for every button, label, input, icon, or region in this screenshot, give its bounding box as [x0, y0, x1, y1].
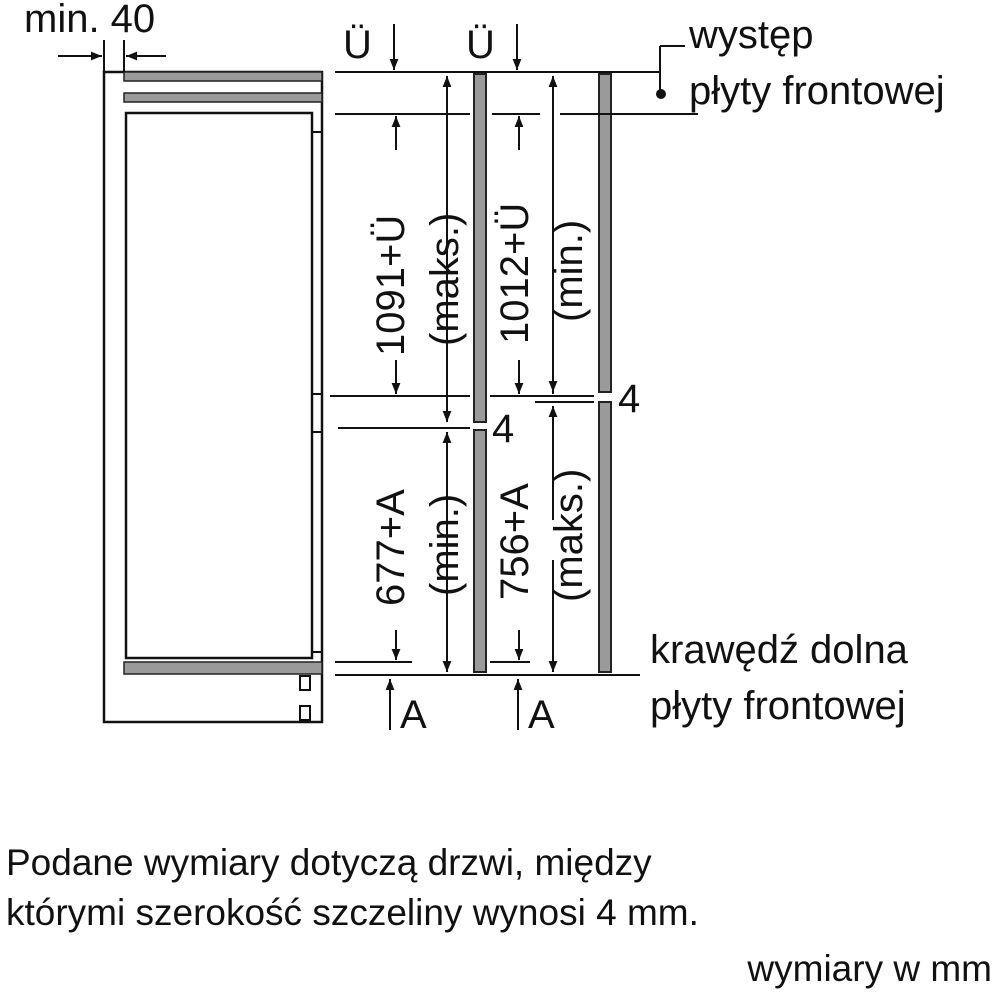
- note-line-1: Podane wymiary dotyczą drzwi, między: [6, 842, 652, 883]
- a-left-label: A: [400, 693, 427, 737]
- upper-right-qualifier: (min.): [547, 220, 591, 322]
- left-upper-panel: [473, 73, 487, 423]
- note-line-2: którymi szerokość szczeliny wynosi 4 mm.: [6, 892, 699, 933]
- door-panels: [473, 73, 612, 673]
- upper-left-value: 1091+Ü: [369, 215, 413, 356]
- units-label: wymiary w mm: [747, 948, 992, 989]
- foot-1: [299, 675, 311, 691]
- foot-2: [299, 705, 311, 721]
- right-lower-panel: [598, 401, 612, 673]
- gap-left-label: 4: [492, 407, 514, 451]
- right-upper-panel: [598, 73, 612, 393]
- cabinet-outline: [102, 70, 324, 724]
- min-40-label: min. 40: [24, 0, 155, 41]
- wystep-label-line1: występ: [688, 13, 814, 57]
- reference-lines: [330, 71, 698, 676]
- wystep-dot: [656, 89, 666, 99]
- side-rail-upper: [311, 131, 323, 395]
- upper-right-value: 1012+Ü: [493, 203, 537, 344]
- bottom-strip: [123, 661, 323, 675]
- u-right-label: Ü: [466, 23, 495, 67]
- a-right-label: A: [528, 693, 555, 737]
- wystep-callout: [659, 45, 685, 92]
- top-strip: [123, 71, 323, 82]
- wystep-label-line2: płyty frontowej: [689, 69, 945, 113]
- min-40-dimension: [58, 40, 166, 72]
- lower-right-value: 756+A: [493, 483, 537, 600]
- side-rail-lower: [311, 431, 323, 653]
- upper-left-qualifier: (maks.): [423, 213, 467, 346]
- lower-right-qualifier: (maks.): [547, 469, 591, 602]
- bottom-edge-label-line2: płyty frontowej: [650, 684, 906, 728]
- gap-right-label: 4: [618, 377, 640, 421]
- appliance-drawing: [102, 70, 324, 724]
- lower-left-qualifier: (min.): [423, 494, 467, 596]
- lower-left-value: 677+A: [369, 489, 413, 606]
- inner-door-panel: [124, 111, 314, 660]
- bottom-edge-label-line1: krawędź dolna: [650, 628, 909, 672]
- second-strip: [123, 92, 323, 103]
- left-lower-panel: [473, 429, 487, 673]
- u-left-label: Ü: [343, 23, 372, 67]
